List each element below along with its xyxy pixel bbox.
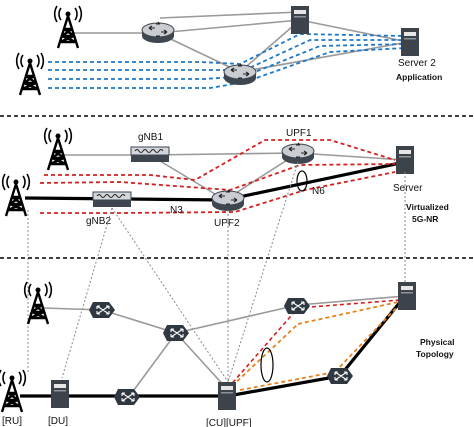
gnb-box-icon (92, 191, 132, 208)
server-icon (291, 6, 309, 34)
router-icon (223, 63, 257, 86)
optical-switch-icon (283, 297, 311, 315)
tower-icon (23, 280, 53, 326)
server-icon (396, 146, 414, 174)
optical-switch-icon (326, 367, 354, 385)
gnb-box-icon (130, 146, 170, 163)
server-label: Server (393, 183, 423, 194)
router-icon (281, 142, 315, 165)
server-icon (51, 380, 69, 408)
tower-icon (53, 4, 83, 50)
server2-label: Server 2 (398, 58, 436, 69)
virtualized-label-line1: Virtualized (406, 202, 449, 212)
tower-icon (0, 368, 27, 414)
mapping-lines (27, 161, 406, 383)
virtualized-section: gNB1 gNB2 UPF1 UPF2 N3 N6 Server Virtual… (1, 126, 449, 229)
du-label: [DU] (48, 416, 68, 427)
tower-icon (1, 172, 31, 218)
gnb2-label: gNB2 (86, 216, 111, 227)
physical-label-line2: Topology (416, 349, 454, 359)
physical-section: [RU] [DU] [CU][UPF] Physical Topology (0, 280, 455, 427)
router-icon (141, 21, 175, 44)
ru-label: [RU] (2, 416, 22, 427)
server-icon (398, 282, 416, 310)
tower-icon (43, 126, 73, 172)
optical-switch-icon (113, 388, 141, 406)
optical-switch-icon (162, 324, 190, 342)
gnb1-label: gNB1 (138, 132, 163, 143)
application-section: Server 2 Application (15, 4, 442, 97)
optical-switch-icon (88, 301, 116, 319)
tower-icon (15, 51, 45, 97)
virtualized-label-line2: 5G-NR (412, 214, 438, 224)
server-icon (218, 382, 236, 410)
application-label: Application (396, 72, 442, 82)
router-icon (211, 189, 245, 212)
server-icon (401, 28, 419, 56)
cu-upf-label: [CU][UPF] (206, 418, 252, 427)
n6-label: N6 (312, 186, 325, 197)
physical-label-line1: Physical (420, 337, 455, 347)
upf2-label: UPF2 (214, 218, 240, 229)
upf1-label: UPF1 (286, 128, 312, 139)
n3-label: N3 (170, 205, 183, 216)
